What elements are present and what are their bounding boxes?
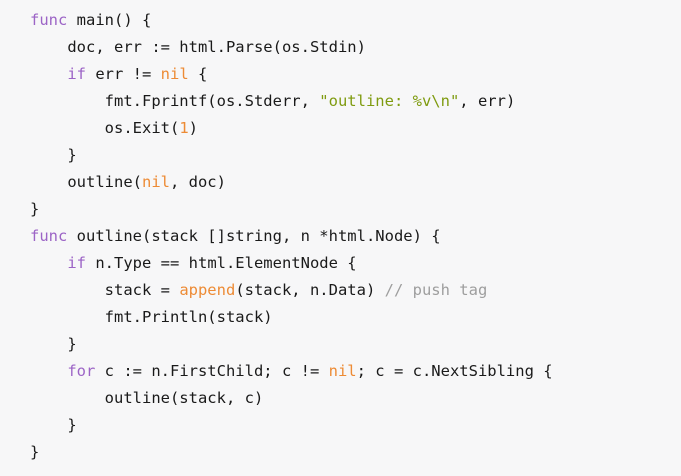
code-token-keyword: func [30, 11, 68, 29]
code-token-plain: os.Exit( [30, 119, 180, 137]
code-token-plain: outline( [30, 173, 142, 191]
code-token-plain: } [30, 443, 40, 461]
code-token-literal: nil [141, 173, 170, 191]
code-token-plain: fmt.Println(stack) [30, 308, 273, 326]
code-line: fmt.Fprintf(os.Stderr, "outline: %v\n", … [30, 88, 671, 115]
code-token-plain: outline(stack []string, n *html.Node) { [67, 227, 441, 245]
code-line: } [30, 331, 671, 358]
code-token-literal: nil [328, 362, 357, 380]
code-token-comment: // push tag [384, 281, 488, 299]
code-line: stack = append(stack, n.Data) // push ta… [30, 277, 671, 304]
code-token-plain: , doc) [169, 173, 226, 191]
code-token-plain: err != [86, 65, 161, 83]
code-token-string: "outline: %v\n" [319, 92, 460, 110]
code-token-plain [30, 254, 67, 272]
code-line: func main() { [30, 7, 671, 34]
code-token-literal: 1 [179, 119, 189, 137]
code-line: } [30, 412, 671, 439]
code-line: } [30, 142, 671, 169]
code-token-plain: } [30, 146, 77, 164]
code-token-plain: outline(stack, c) [30, 389, 264, 407]
code-token-literal: nil [160, 65, 189, 83]
code-token-plain [30, 362, 67, 380]
code-token-plain: } [30, 416, 77, 434]
code-line: os.Exit(1) [30, 115, 671, 142]
code-line: outline(nil, doc) [30, 169, 671, 196]
code-token-plain: ; c = c.NextSibling { [356, 362, 553, 380]
code-line: if n.Type == html.ElementNode { [30, 250, 671, 277]
code-token-plain: , err) [459, 92, 516, 110]
code-line: } [30, 439, 671, 466]
code-token-plain: c := n.FirstChild; c != [95, 362, 329, 380]
code-line: fmt.Println(stack) [30, 304, 671, 331]
code-token-keyword: for [67, 362, 96, 380]
code-token-keyword: if [67, 254, 86, 272]
code-token-plain: stack = [30, 281, 180, 299]
code-token-literal: append [179, 281, 236, 299]
code-token-plain: { [188, 65, 208, 83]
code-token-plain: (stack, n.Data) [235, 281, 385, 299]
code-token-plain: n.Type == html.ElementNode { [86, 254, 357, 272]
code-token-plain: } [30, 200, 40, 218]
code-token-keyword: func [30, 227, 68, 245]
code-token-plain: doc, err := html.Parse(os.Stdin) [30, 38, 366, 56]
code-line: outline(stack, c) [30, 385, 671, 412]
code-line: doc, err := html.Parse(os.Stdin) [30, 34, 671, 61]
code-token-keyword: if [67, 65, 86, 83]
code-line: for c := n.FirstChild; c != nil; c = c.N… [30, 358, 671, 385]
code-token-plain: main() { [67, 11, 152, 29]
code-line: func outline(stack []string, n *html.Nod… [30, 223, 671, 250]
code-token-plain: } [30, 335, 77, 353]
code-line: if err != nil { [30, 61, 671, 88]
code-token-plain: fmt.Fprintf(os.Stderr, [30, 92, 320, 110]
code-token-plain [30, 65, 67, 83]
code-token-plain: ) [188, 119, 198, 137]
code-line: } [30, 196, 671, 223]
